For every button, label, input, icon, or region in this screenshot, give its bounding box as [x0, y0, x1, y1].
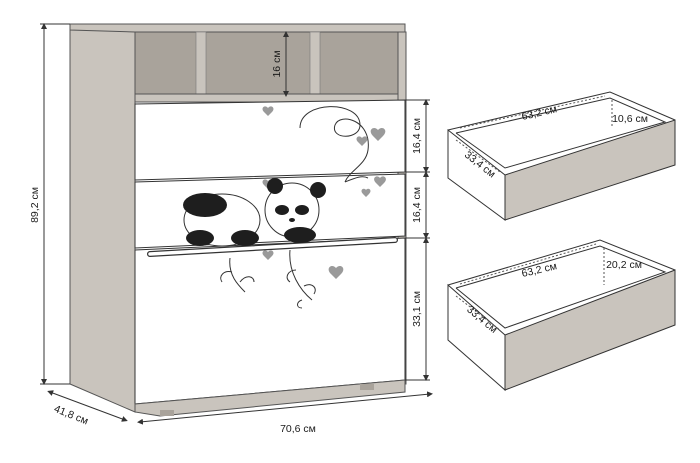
small-drawer-front [504, 119, 676, 221]
panda-ear [267, 178, 283, 194]
shelf-divider [309, 31, 321, 99]
heart-decoration-icon [370, 127, 386, 141]
bamboo-leaves [220, 249, 316, 309]
total-height-label: 89,2 см [29, 187, 41, 223]
heart-decoration-icon [361, 188, 371, 197]
large-drawer-width-label: 63,2 см [521, 260, 559, 280]
large-drawer-front [504, 269, 676, 391]
dresser-top [69, 23, 406, 33]
large-drawer-side [447, 283, 506, 392]
drawer1-height-label: 16,4 см [411, 118, 423, 154]
panda-eye-patch [275, 205, 289, 215]
depth-label: 41,8 см [52, 403, 90, 428]
width-label: 70,6 см [280, 423, 316, 435]
panda-eye-patch [295, 205, 309, 215]
small-drawer-side [447, 128, 506, 221]
dresser-foot [360, 384, 374, 390]
large-drawer-inner [455, 245, 667, 329]
small-drawer-width-label: 63,2 см [521, 103, 559, 123]
drawer3-height-label: 33,1 см [411, 291, 423, 327]
panda-illustration [183, 178, 326, 247]
small-drawer-height-label: 10,6 см [612, 113, 648, 125]
panda-nose [289, 218, 295, 222]
panda-back-patch [183, 193, 227, 217]
panda-arm [284, 227, 316, 243]
large-drawer-rim [447, 239, 676, 286]
panda-leg [231, 230, 259, 246]
panda-leg [186, 230, 214, 246]
heart-handle-icon [262, 106, 274, 116]
large-drawer-height-label: 20,2 см [606, 259, 642, 271]
large-drawer-box: 63,2 см 20,2 см 33,4 см [447, 239, 676, 392]
shelf-niche [134, 31, 406, 99]
dresser-foot [160, 410, 174, 416]
shelf-height-label: 16 см [271, 50, 283, 77]
dimension-lines: 89,2 см 41,8 см 70,6 см 16 см 16,4 см 16… [29, 23, 433, 435]
heart-handle-icon [262, 250, 274, 260]
swirl-decoration [299, 106, 369, 183]
heart-decoration-icon [356, 136, 368, 146]
panda-ear [310, 182, 326, 198]
small-drawer-rim [447, 91, 676, 131]
bamboo-branch-highlight [148, 238, 397, 256]
dresser [69, 23, 407, 417]
shelf-divider [195, 31, 207, 99]
small-drawer-box: 63,2 см 10,6 см 33,4 см [447, 91, 676, 221]
drawer-front-3 [134, 237, 406, 405]
heart-decoration-icon [328, 265, 344, 279]
heart-decoration-icon [374, 176, 386, 187]
drawer2-height-label: 16,4 см [411, 187, 423, 223]
dresser-side-panel [69, 29, 136, 413]
small-drawer-inner [455, 97, 667, 169]
